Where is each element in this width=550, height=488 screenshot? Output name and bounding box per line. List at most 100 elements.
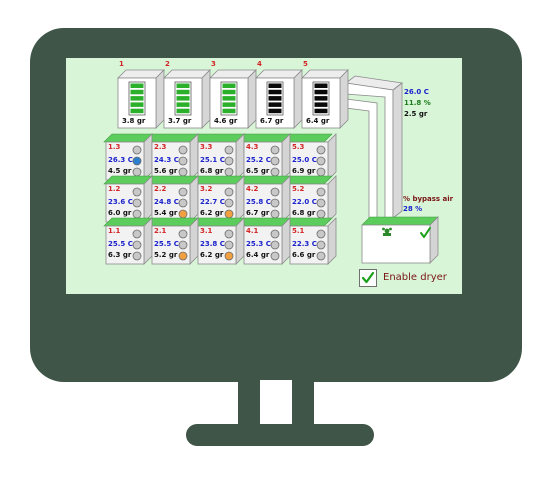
status-light: [270, 209, 280, 219]
status-light: [224, 145, 234, 155]
silo-level-bar: [314, 102, 328, 107]
silo-level-bar: [222, 83, 236, 88]
module-weight: 6.9 gr: [292, 167, 316, 175]
duct-inner: [345, 98, 378, 219]
module-side: [143, 133, 153, 181]
module-side: [327, 175, 337, 223]
status-light: [132, 229, 142, 239]
module-weight: 6.5 gr: [246, 167, 270, 175]
shelf-top: [103, 217, 333, 227]
silo-number: 3: [211, 60, 216, 68]
status-light: [132, 167, 142, 177]
silo-level-bar: [268, 96, 282, 101]
status-light: [178, 209, 188, 219]
module-id: 3.2: [200, 185, 213, 193]
silo-level-bar: [176, 102, 190, 107]
bypass-air-value: 28 %: [403, 205, 423, 213]
status-light: [132, 251, 142, 261]
status-light: [316, 167, 326, 177]
module-id: 5.1: [292, 227, 305, 235]
silo-side: [339, 69, 349, 129]
status-light: [178, 156, 188, 166]
status-light: [178, 145, 188, 155]
module-id: 3.3: [200, 143, 213, 151]
status-light: [316, 209, 326, 219]
silo-level-bar: [176, 89, 190, 95]
status-light: [224, 156, 234, 166]
module-weight: 6.7 gr: [246, 209, 270, 217]
fan-icon: [382, 227, 385, 231]
module-weight: 4.5 gr: [108, 167, 132, 175]
status-light: [270, 187, 280, 197]
silo-level-bar: [222, 108, 236, 114]
status-light: [178, 187, 188, 197]
module-temperature: 25.1 C: [200, 156, 225, 164]
shelf-top: [103, 175, 333, 185]
module-weight: 6.2 gr: [200, 251, 224, 259]
silo-reading: 3.8 gr: [122, 117, 146, 125]
status-light: [178, 198, 188, 208]
status-light: [132, 209, 142, 219]
module-weight: 6.6 gr: [292, 251, 316, 259]
plant-scene: [103, 69, 439, 265]
module-temperature: 22.7 C: [200, 198, 225, 206]
status-light: [132, 198, 142, 208]
module-id: 2.2: [154, 185, 167, 193]
monitor-base: [186, 424, 374, 446]
dryer-unit[interactable]: [361, 224, 431, 264]
silo-level-bar: [130, 89, 144, 95]
silo-level-bar: [314, 96, 328, 101]
module-id: 4.3: [246, 143, 259, 151]
module-side: [235, 217, 245, 265]
silo-level-bar: [130, 108, 144, 114]
status-light: [178, 251, 188, 261]
status-light: [224, 198, 234, 208]
silo-level-bar: [130, 96, 144, 101]
status-light: [270, 240, 280, 250]
module-weight: 6.8 gr: [200, 167, 224, 175]
enable-dryer-checkbox[interactable]: [359, 269, 377, 287]
silo-level-bar: [130, 102, 144, 107]
module-temperature: 23.8 C: [200, 240, 225, 248]
shelf-top: [103, 133, 333, 143]
dryer-top: [361, 216, 439, 226]
module-weight: 5.6 gr: [154, 167, 178, 175]
dryer-humidity: 11.8 %: [404, 99, 431, 107]
bypass-air-label: % bypass air: [403, 195, 454, 203]
module-temperature: 25.0 C: [292, 156, 317, 164]
status-light: [270, 251, 280, 261]
silo-level-bar: [268, 102, 282, 107]
module-side: [143, 217, 153, 265]
module-weight: 5.4 gr: [154, 209, 178, 217]
status-light: [224, 187, 234, 197]
status-light: [270, 229, 280, 239]
dryer-temperature: 26.0 C: [404, 88, 429, 96]
module-id: 3.1: [200, 227, 213, 235]
silo-number: 4: [257, 60, 262, 68]
module-id: 1.3: [108, 143, 121, 151]
checkmark-icon: [361, 271, 375, 284]
status-light: [132, 240, 142, 250]
module-temperature: 22.0 C: [292, 198, 317, 206]
module-temperature: 22.3 C: [292, 240, 317, 248]
module-temperature: 25.8 C: [246, 198, 271, 206]
silo-side: [293, 69, 303, 129]
module-id: 1.1: [108, 227, 121, 235]
silo-level-bar: [314, 83, 328, 88]
module-weight: 6.0 gr: [108, 209, 132, 217]
module-side: [235, 133, 245, 181]
silo-reading: 4.6 gr: [214, 117, 238, 125]
status-light: [316, 145, 326, 155]
status-light: [270, 167, 280, 177]
silo-level-bar: [314, 108, 328, 114]
module-id: 4.1: [246, 227, 259, 235]
module-weight: 6.8 gr: [292, 209, 316, 217]
silo-reading: 3.7 gr: [168, 117, 192, 125]
monitor-neck: [238, 380, 314, 428]
module-side: [235, 175, 245, 223]
module-side: [281, 217, 291, 265]
module-id: 5.2: [292, 185, 305, 193]
silo-side: [201, 69, 211, 129]
status-light: [316, 229, 326, 239]
module-id: 1.2: [108, 185, 121, 193]
